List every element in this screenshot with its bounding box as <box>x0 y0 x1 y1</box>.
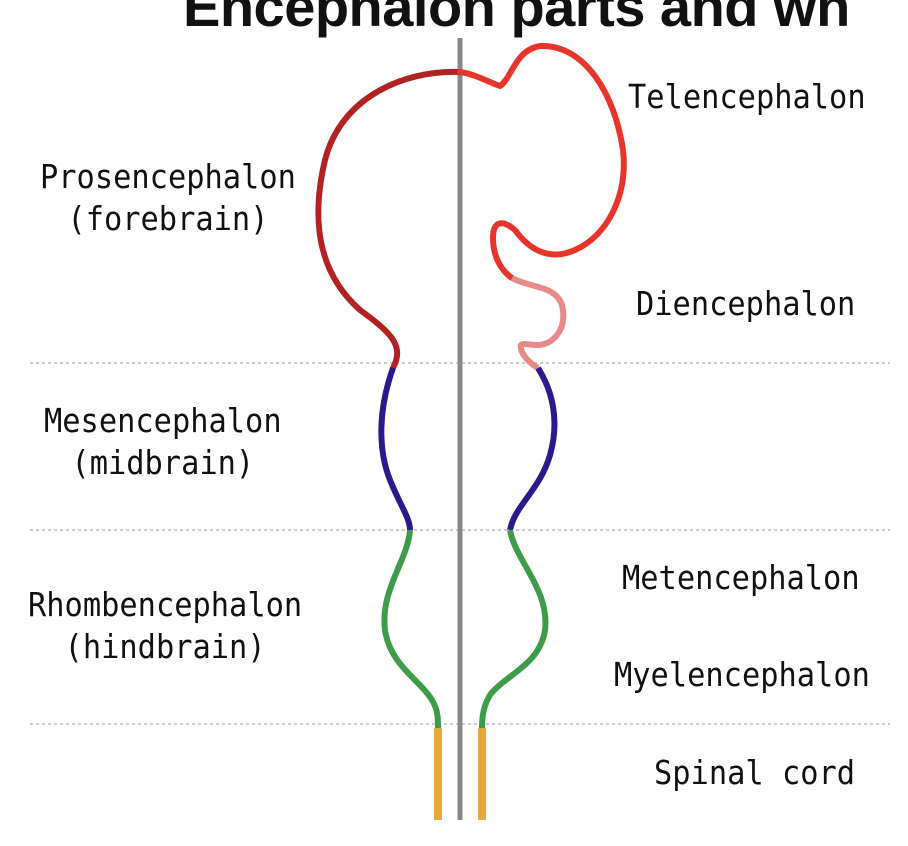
label-mesencephalon: Mesencephalon (midbrain) <box>44 400 282 484</box>
diagram-title: Encephalon parts and wh <box>183 0 850 38</box>
label-prosencephalon-name: Prosencephalon <box>40 157 296 196</box>
label-diencephalon: Diencephalon <box>636 284 856 323</box>
label-spinal-cord: Spinal cord <box>654 753 856 792</box>
rhombencephalon-left-contour <box>381 529 441 729</box>
label-prosencephalon: Prosencephalon (forebrain) <box>40 156 296 240</box>
label-mesencephalon-sub: (midbrain) <box>71 443 255 482</box>
label-myelencephalon: Myelencephalon <box>614 655 870 694</box>
diencephalon-contour <box>510 275 567 371</box>
label-mesencephalon-name: Mesencephalon <box>44 401 282 440</box>
prosencephalon-contour <box>315 68 463 371</box>
label-metencephalon: Metencephalon <box>622 558 860 597</box>
label-prosencephalon-sub: (forebrain) <box>67 199 269 238</box>
label-rhombencephalon-name: Rhombencephalon <box>28 585 303 624</box>
mesencephalon-left-contour <box>378 366 413 531</box>
rhombencephalon-right-contour <box>479 529 549 729</box>
label-rhombencephalon-sub: (hindbrain) <box>64 627 266 666</box>
label-telencephalon: Telencephalon <box>628 77 866 116</box>
mesencephalon-right-contour <box>507 366 558 531</box>
label-rhombencephalon: Rhombencephalon (hindbrain) <box>28 584 302 668</box>
telencephalon-contour <box>457 42 627 281</box>
